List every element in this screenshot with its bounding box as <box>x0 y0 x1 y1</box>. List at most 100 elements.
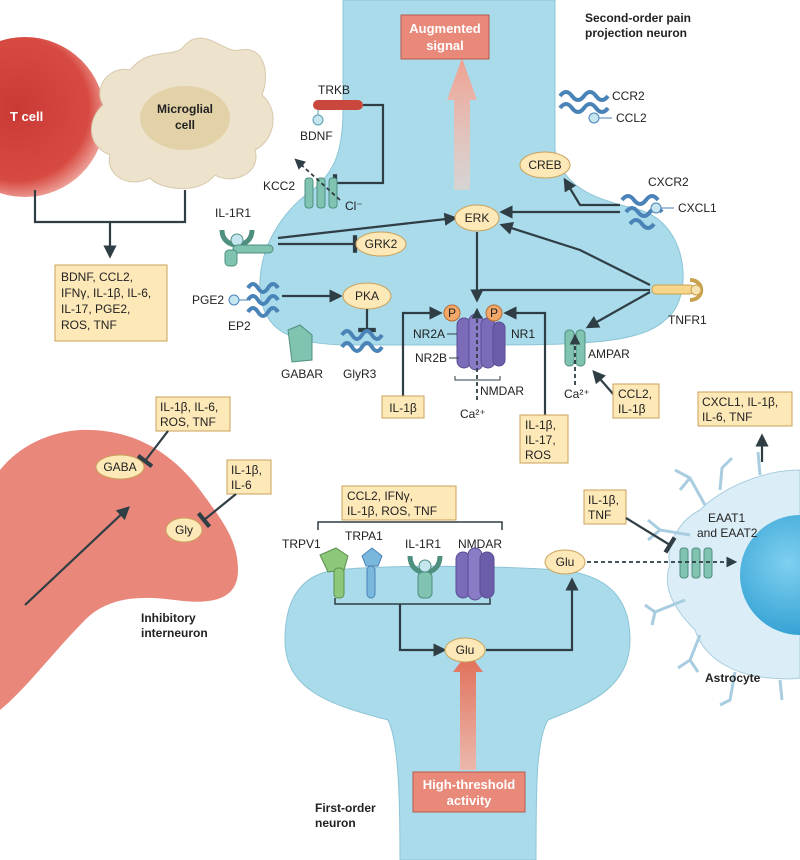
tnfr1-label: TNFR1 <box>668 313 707 327</box>
first-order-label-2: neuron <box>315 816 356 830</box>
gly-inhibitor-line-1: IL-1β, <box>231 463 262 477</box>
cxcr2-label: CXCR2 <box>648 175 689 189</box>
astro-inhibit-arrow <box>625 517 677 554</box>
trpv1-receptor <box>319 547 349 599</box>
il1r1-bottom-label: IL-1R1 <box>405 537 441 551</box>
tnfr1-receptor <box>651 278 704 302</box>
augmented-signal-arrow <box>447 58 477 190</box>
glyr3-label: GlyR3 <box>343 367 377 381</box>
high-threshold-arrow <box>453 652 483 770</box>
microglial-label-2: cell <box>175 118 195 132</box>
kcc2-efflux-arrow <box>294 158 341 201</box>
gly-node <box>165 517 203 543</box>
glu-release-arrow <box>486 577 579 652</box>
astro-release-line-2: IL-6, TNF <box>702 410 752 424</box>
t-cell <box>0 37 105 197</box>
astrocyte-processes <box>644 451 784 707</box>
microglia-release-line-1: BDNF, CCL2, <box>61 270 133 284</box>
ccl2-top-label: CCL2 <box>616 111 647 125</box>
grk2-node <box>355 231 407 257</box>
il1b-to-p1-arrow <box>401 306 443 396</box>
presynaptic-line-1: CCL2, IFNγ, <box>347 489 413 503</box>
ccl2-ligand-top <box>588 112 600 124</box>
il1b-il17-ros-box <box>519 414 569 464</box>
pge2-ligand <box>228 294 240 306</box>
ccl2-il1b-line-1: CCL2, <box>618 387 652 401</box>
il1r1-top-label: IL-1R1 <box>215 206 251 220</box>
trkb-inhibit-path <box>332 103 385 192</box>
tnfr1-to-ampar-arrow <box>585 291 651 329</box>
il1b-il17-ros-line-3: ROS <box>525 448 551 462</box>
microglia-release-line-4: ROS, TNF <box>61 318 117 332</box>
il1r1-receptor-bottom <box>407 555 443 599</box>
interneuron-arrow <box>24 506 130 606</box>
high-threshold-label-1: High-threshold <box>423 777 515 792</box>
ccl2-il1b-line-2: IL-1β <box>618 402 646 416</box>
microglia-release-line-3: IL-17, PGE2, <box>61 302 130 316</box>
augmented-signal-label-2: signal <box>426 38 464 53</box>
microglia-release-line-2: IFNγ, IL-1β, IL-6, <box>61 286 151 300</box>
glyr3-receptor <box>340 329 384 353</box>
erk-label: ERK <box>465 211 490 225</box>
ampar-label: AMPAR <box>588 347 630 361</box>
phospho-p2 <box>485 304 503 322</box>
nmdar-bottom-label: NMDAR <box>458 537 502 551</box>
pge2-label: PGE2 <box>192 293 224 307</box>
il1b-il17-ros-line-1: IL-1β, <box>525 418 556 432</box>
nr2b-label: NR2B <box>415 351 447 365</box>
bdnf-ligand <box>312 114 324 126</box>
gabar-label: GABAR <box>281 367 323 381</box>
gaba-inhibitor-line-1: IL-1β, IL-6, <box>160 400 218 414</box>
tnfr1-to-erk-arrow <box>499 221 651 286</box>
il1r1-receptor-top <box>219 229 274 267</box>
presynaptic-bracket <box>317 521 503 530</box>
presynaptic-line-2: IL-1β, ROS, TNF <box>347 504 437 518</box>
phospho-p1-label: P <box>448 306 456 320</box>
ca-right-label: Ca²⁺ <box>564 387 590 401</box>
receptors-to-glu-arrow <box>398 604 447 657</box>
glu-bottom-label: Glu <box>456 643 475 657</box>
presynaptic-mediators-box <box>341 485 457 521</box>
trpa1-receptor <box>361 547 383 599</box>
gly-inhibitor-box <box>226 459 272 495</box>
nmdar-bracket <box>454 376 501 381</box>
glu-node-bottom <box>444 637 486 663</box>
ccr2-receptor <box>558 90 610 114</box>
gaba-label: GABA <box>103 460 136 474</box>
nmdar-top-label: NMDAR <box>480 384 524 398</box>
grk2-label: GRK2 <box>365 237 398 251</box>
cxcl1-ligand <box>650 202 662 214</box>
astro-inhibitor-line-2: TNF <box>588 508 611 522</box>
bdnf-label: BDNF <box>300 129 333 143</box>
second-order-label-2: projection neuron <box>585 26 687 40</box>
inhibitory-interneuron <box>0 429 238 710</box>
second-order-label-1: Second-order pain <box>585 11 691 25</box>
astro-inhibitor-box <box>583 489 627 525</box>
nr1-label: NR1 <box>511 327 535 341</box>
first-order-label-1: First-order <box>315 801 376 815</box>
high-threshold-box <box>412 771 526 813</box>
phospho-p2-label: P <box>490 306 498 320</box>
il1b-il17-to-p2-arrow <box>503 306 547 415</box>
trkb-label: TRKB <box>318 83 350 97</box>
eaat-transporter <box>679 547 713 579</box>
astro-release-box <box>697 391 793 427</box>
gabar-receptor <box>287 324 313 363</box>
inhibitory-label-1: Inhibitory <box>141 611 196 625</box>
microglial-label-1: Microglial <box>157 102 213 116</box>
nmdar-receptor-top <box>456 313 506 371</box>
gly-inhibit-arrow <box>196 493 237 529</box>
receptors-bracket <box>334 598 491 605</box>
microglia-release-box <box>54 264 168 342</box>
kcc2-label: KCC2 <box>263 179 295 193</box>
il1b-left-box <box>381 395 425 419</box>
ccr2-label: CCR2 <box>612 89 645 103</box>
il1b-left-text: IL-1β <box>389 401 417 415</box>
erk-node <box>454 204 500 232</box>
gaba-inhibitor-box <box>155 396 231 432</box>
microglial-nucleus <box>140 86 230 150</box>
astro-inhibitor-line-1: IL-1β, <box>588 493 619 507</box>
eaat-label-1: EAAT1 <box>708 511 745 525</box>
trpv1-label: TRPV1 <box>282 537 321 551</box>
